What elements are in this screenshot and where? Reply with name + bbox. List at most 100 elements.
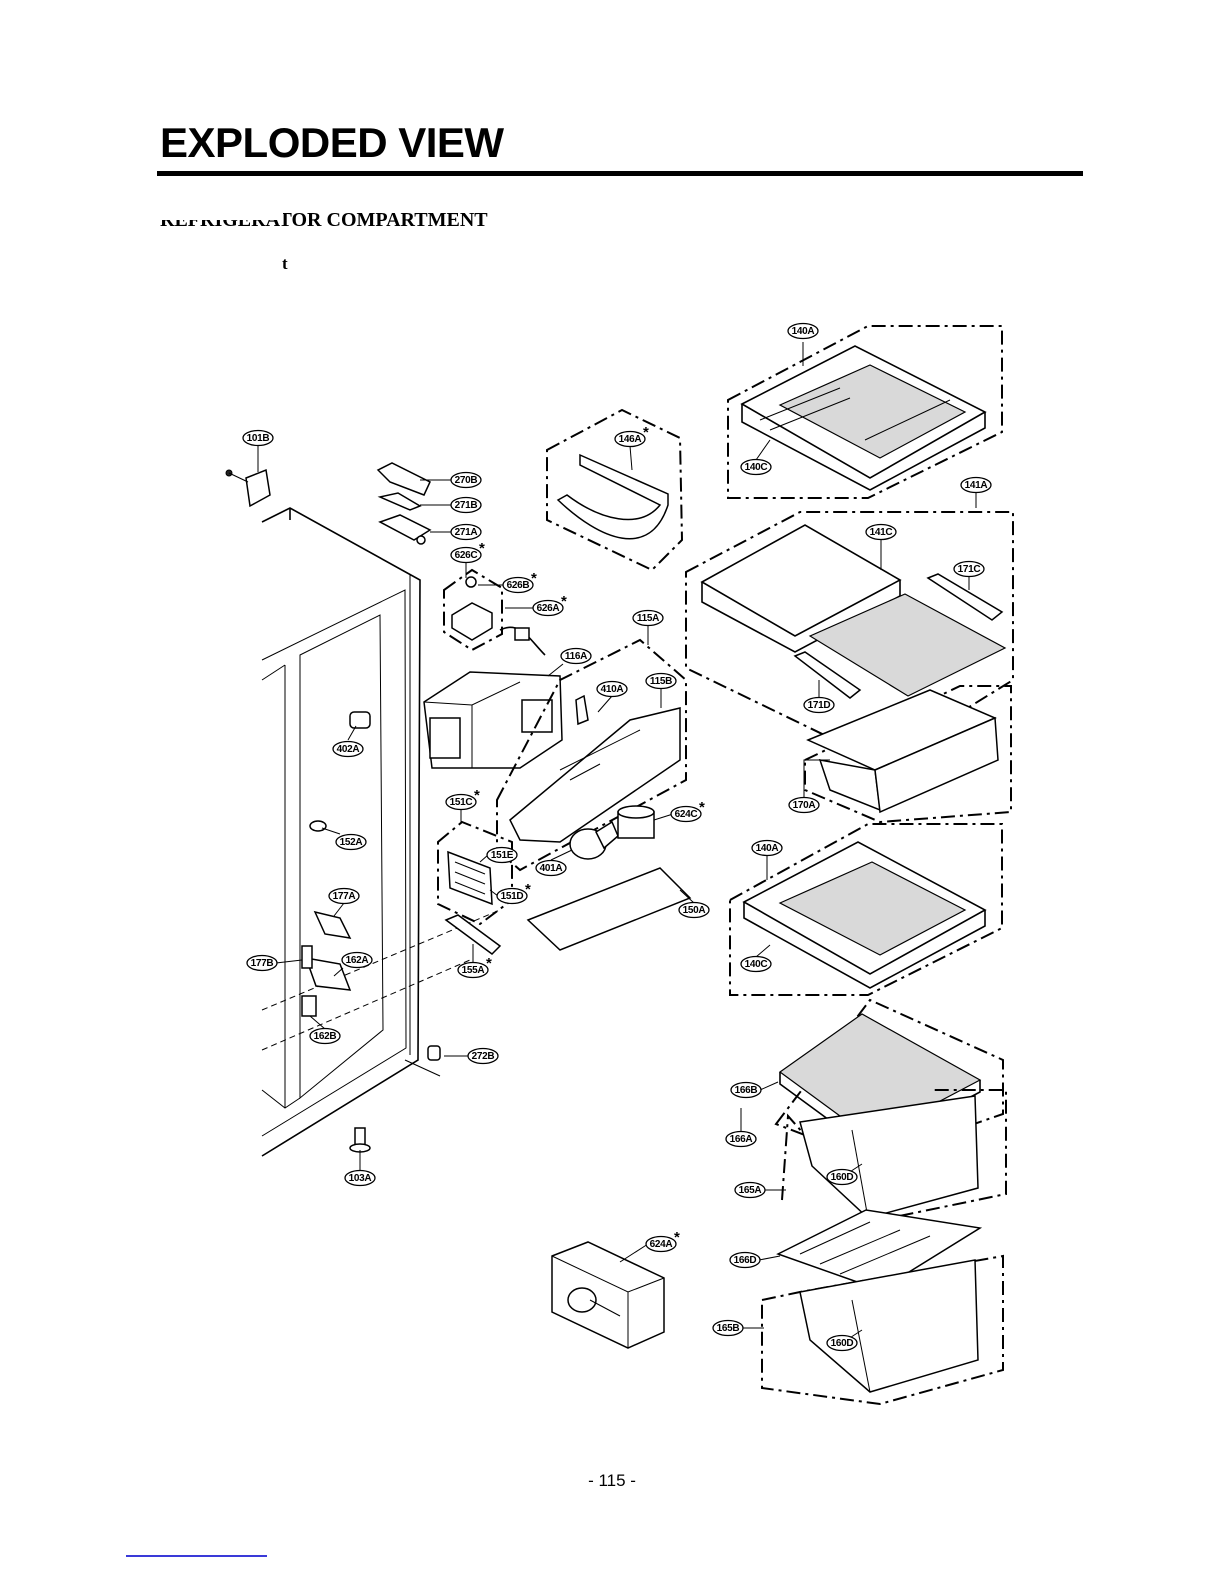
callout-166b: 166B [731,1083,761,1098]
callout-165a: 165A [735,1183,765,1198]
callout-101b: 101B [243,431,273,446]
service-part-asterisk: * [525,881,531,898]
callout-160d: 160D [827,1170,857,1185]
callout-label: 140C [745,959,768,970]
callout-151e: 151E [487,848,517,863]
callout-label: 151D [501,891,524,902]
callout-label: 115B [650,676,672,687]
callout-label: 162A [346,955,369,966]
callout-115b: 115B [646,674,676,689]
snack-drawer [805,686,1011,822]
callout-label: 170A [793,800,816,811]
callout-label: 165A [739,1185,762,1196]
callout-label: 626B [507,580,530,591]
callout-155a: 155A* [458,955,492,978]
callout-label: 271B [455,500,478,511]
callout-label: 165B [717,1323,740,1334]
callout-label: 624A [650,1239,673,1250]
callout-624c: 624C* [671,799,705,822]
callout-label: 624C [675,809,698,820]
callout-label: 140A [792,326,815,337]
callout-label: 166D [734,1255,757,1266]
callout-166a: 166A [726,1132,756,1147]
shelf-trim-part [547,410,682,570]
callout-140c: 140C [741,957,771,972]
callout-label: 166B [735,1085,758,1096]
callout-146a: 146A* [615,424,649,447]
liner-fittings [302,712,370,1016]
callout-140a: 140A [752,841,782,856]
callout-label: 101B [247,433,270,444]
callout-label: 626A [537,603,560,614]
dispenser-housing-part [424,672,562,768]
service-part-asterisk: * [474,787,480,804]
callout-171c: 171C [954,562,984,577]
callout-624a: 624A* [646,1229,680,1252]
callout-label: 270B [455,475,478,486]
callout-151d: 151D* [497,881,531,904]
callout-label: 271A [455,527,478,538]
callout-label: 272B [472,1051,495,1062]
callout-271b: 271B [451,498,481,513]
upper-hinge-part [226,470,270,506]
service-part-asterisk: * [674,1229,680,1246]
callout-116a: 116A [561,649,591,664]
callout-626a: 626A* [533,593,567,616]
callout-label: 160D [831,1172,854,1183]
callout-170a: 170A [789,798,819,813]
callout-626c: 626C* [451,540,485,563]
callout-label: 402A [337,744,360,755]
page-number: - 115 - [0,1471,1224,1491]
callout-166d: 166D [730,1253,760,1268]
water-filter-box [552,1242,664,1348]
service-part-asterisk: * [479,540,485,557]
callout-label: 401A [540,863,563,874]
callout-label: 150A [683,905,706,916]
callout-115a: 115A [633,611,663,626]
callout-label: 177B [251,958,274,969]
cabinet-liner [262,508,500,1156]
callout-162b: 162B [310,1029,340,1044]
callout-label: 166A [730,1134,753,1145]
pantry-drawer-upper [776,1000,1006,1220]
callout-402a: 402A [333,742,363,757]
lower-hinge-and-leveler [350,1046,440,1152]
service-part-asterisk: * [699,799,705,816]
callout-label: 115A [637,613,659,624]
callout-177a: 177A [329,889,359,904]
callout-271a: 271A [451,525,481,540]
callout-401a: 401A [536,861,566,876]
callout-141a: 141A [961,478,991,493]
service-part-asterisk: * [561,593,567,610]
footer-link-underline[interactable] [126,1555,267,1557]
callout-label: 177A [333,891,356,902]
callout-label: 141A [965,480,988,491]
callout-150a: 150A [679,903,709,918]
callout-label: 171D [808,700,831,711]
callout-162a: 162A [342,953,372,968]
callout-272b: 272B [468,1049,498,1064]
hinge-cover-parts [378,463,430,544]
callout-label: 116A [565,651,587,662]
callout-141c: 141C [866,525,896,540]
callout-626b: 626B* [503,570,537,593]
callout-103a: 103A [345,1171,375,1186]
callout-label: 160D [831,1338,854,1349]
callout-270b: 270B [451,473,481,488]
control-panel-parts [438,822,512,954]
callout-label: 410A [601,684,624,695]
service-part-asterisk: * [531,570,537,587]
callout-410a: 410A [597,682,627,697]
pantry-drawer-lower [762,1210,1003,1404]
callout-label: 151C [450,797,473,808]
callout-label: 151E [491,850,514,861]
callout-140a: 140A [788,324,818,339]
callout-label: 140C [745,462,768,473]
callout-171d: 171D [804,698,834,713]
callout-165b: 165B [713,1321,743,1336]
callout-label: 171C [958,564,981,575]
callout-152a: 152A [336,835,366,850]
callout-label: 103A [349,1173,372,1184]
callout-label: 155A [462,965,485,976]
